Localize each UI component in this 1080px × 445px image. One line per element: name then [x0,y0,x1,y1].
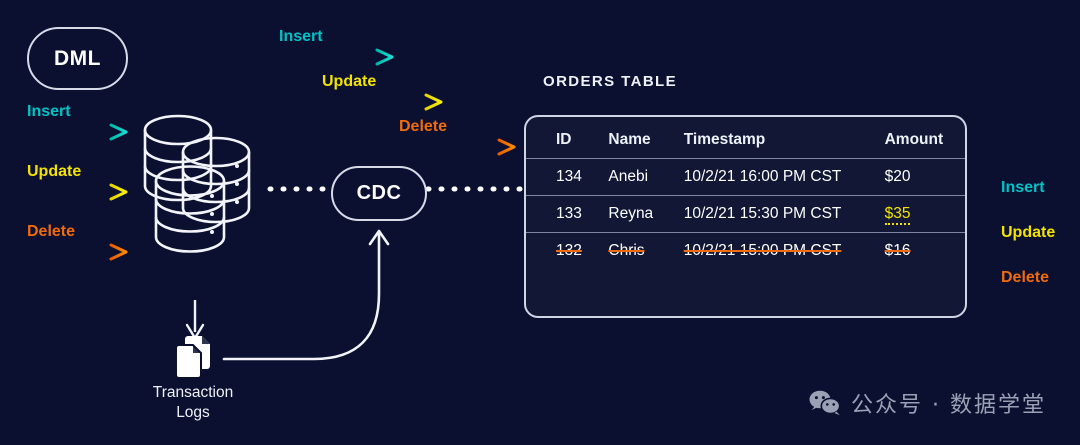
table-row: 132 Chris 10/2/21 15:00 PM CST $16 [526,233,965,270]
cell-amount-updated: $35 [884,205,911,225]
orders-table-title: ORDERS TABLE [543,73,678,90]
table-header-row: ID Name Timestamp Amount [526,123,965,159]
top-op-delete-label: Delete [399,118,448,135]
arrow-right-icon [322,93,443,111]
top-op-delete: Delete [399,118,524,156]
column-header-id: ID [526,123,609,159]
database-stack-icon [138,108,258,268]
column-header-timestamp: Timestamp [683,123,885,159]
left-op-update-label: Update [27,163,82,180]
left-op-insert-label: Insert [27,103,71,120]
cell-amount: $20 [884,158,965,196]
cell-id: 132 [556,242,582,259]
watermark: 公众号 · 数据学堂 [809,387,1046,419]
right-op-delete-label: Delete [1001,269,1050,286]
cdc-node: CDC [331,166,427,221]
cell-name: Chris [608,242,645,259]
watermark-text: 公众号 · 数据学堂 [851,393,1046,418]
cell-name: Anebi [608,158,684,196]
table-row: 133 Reyna 10/2/21 15:30 PM CST $35 [526,195,965,233]
top-op-insert: Insert [279,28,399,66]
left-op-delete-label: Delete [27,223,76,240]
cell-name: Reyna [608,195,684,233]
dml-node: DML [27,27,128,90]
wechat-icon [809,390,841,416]
dotted-connector-cdc-to-table [425,186,531,192]
arrow-right-icon [399,138,516,156]
top-op-update: Update [322,73,450,111]
arrow-right-icon [279,48,394,66]
left-op-delete: Delete [27,223,147,261]
cell-timestamp: 10/2/21 15:00 PM CST [683,242,842,259]
dotted-connector-db-to-cdc [267,186,335,192]
right-op-update-label: Update [1001,224,1056,241]
arrow-right-icon [27,183,128,201]
left-op-update: Update [27,163,147,201]
right-op-insert-label: Insert [1001,179,1045,196]
dml-label: DML [54,46,101,70]
orders-table: ID Name Timestamp Amount 134 Anebi 10/2/… [526,123,965,269]
arrow-right-icon [27,123,128,141]
top-op-insert-label: Insert [279,28,323,45]
cell-timestamp: 10/2/21 15:30 PM CST [683,195,885,233]
cell-amount: $16 [884,242,911,259]
cdc-label: CDC [356,182,402,204]
column-header-name: Name [608,123,684,159]
arrow-right-icon [27,243,128,261]
cell-id: 133 [526,195,609,233]
top-op-update-label: Update [322,73,377,90]
cell-amount: $35 [884,195,965,233]
transaction-logs-label-line2: Logs [176,404,210,421]
transaction-logs-label-line1: Transaction [152,384,234,401]
column-header-amount: Amount [884,123,965,159]
cell-id: 134 [526,158,609,196]
cell-timestamp: 10/2/21 16:00 PM CST [683,158,885,196]
curved-arrow-logs-to-cdc [222,218,402,368]
orders-table-panel: ID Name Timestamp Amount 134 Anebi 10/2/… [524,115,967,318]
left-op-insert: Insert [27,103,147,141]
documents-icon [172,332,222,380]
transaction-logs-label: Transaction Logs [123,383,263,423]
table-row: 134 Anebi 10/2/21 16:00 PM CST $20 [526,158,965,196]
